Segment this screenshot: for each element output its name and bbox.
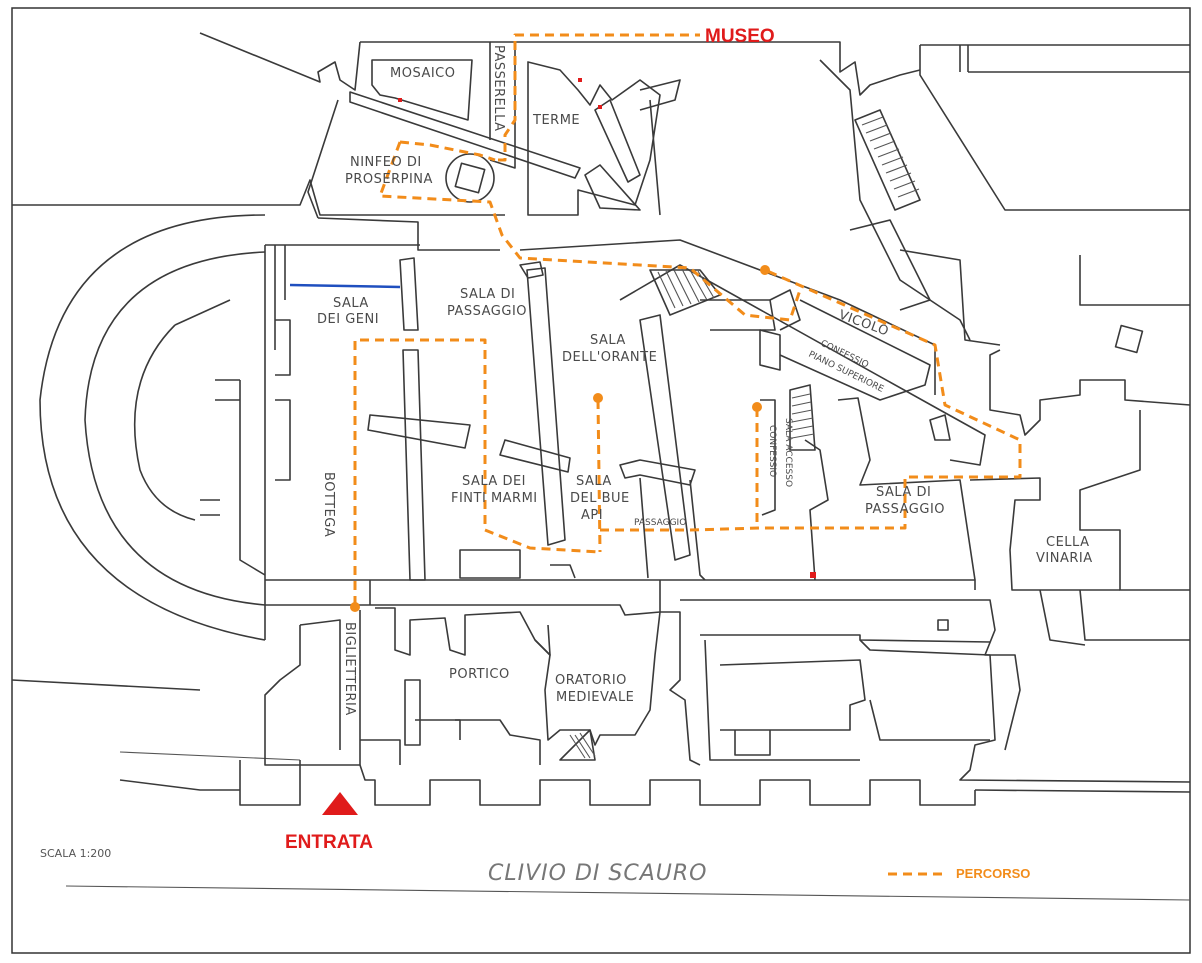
room-accesso-line2: CONFESSIO [767,425,777,477]
room-sala-geni-line1: SALA [333,296,369,311]
room-biglietteria: BIGLIETTERIA [342,622,357,716]
room-portico: PORTICO [449,667,510,682]
room-sala-passaggio-b-line2: PASSAGGIO [865,502,945,517]
visitor-route [353,33,1022,605]
red-marks [398,78,816,578]
room-sala-orante-line1: SALA [590,333,626,348]
room-finti-marmi-line2: FINTI MARMI [451,491,538,506]
label-street: CLIVIO DI SCAURO [488,861,707,886]
map-frame [11,7,1191,954]
room-sala-orante-line2: DELL'ORANTE [562,350,657,365]
room-cella-line2: VINARIA [1036,551,1093,566]
walls [11,32,1191,806]
room-cella-line1: CELLA [1046,535,1089,550]
room-oratorio-line1: ORATORIO [555,673,627,688]
room-terme: TERME [532,113,580,128]
route-endpoints [350,265,770,612]
room-sala-passaggio-line1: SALA DI [460,287,515,302]
label-museo: MUSEO [705,26,775,47]
room-bue-api-line2: DEL BUE [570,491,630,506]
room-bue-api-line3: API [581,508,603,523]
room-passerella: PASSERELLA [491,45,506,132]
room-passaggio-small: PASSAGGIO [634,518,686,528]
label-scale: SCALA 1:200 [40,847,111,860]
entrance-marker-icon [322,792,358,815]
room-bue-api-line1: SALA [576,474,612,489]
label-legend: PERCORSO [956,866,1030,881]
room-ninfeo-line1: NINFEO DI [350,155,422,170]
room-sala-geni-line2: DEI GENI [317,312,379,327]
street-lines [65,751,1191,901]
room-bottega: BOTTEGA [321,472,336,537]
label-entrata: ENTRATA [285,832,373,853]
room-accesso-line1: SALA ACCESSO [783,418,793,487]
room-finti-marmi-line1: SALA DEI [462,474,526,489]
blue-wall-segment [289,283,401,289]
room-ninfeo-line2: PROSERPINA [345,172,433,187]
room-oratorio-line2: MEDIEVALE [556,690,634,705]
room-sala-passaggio-line2: PASSAGGIO [447,304,527,319]
room-vicolo: VICOLO [837,308,891,340]
room-mosaico: MOSAICO [390,66,455,81]
room-sala-passaggio-b-line1: SALA DI [876,485,931,500]
